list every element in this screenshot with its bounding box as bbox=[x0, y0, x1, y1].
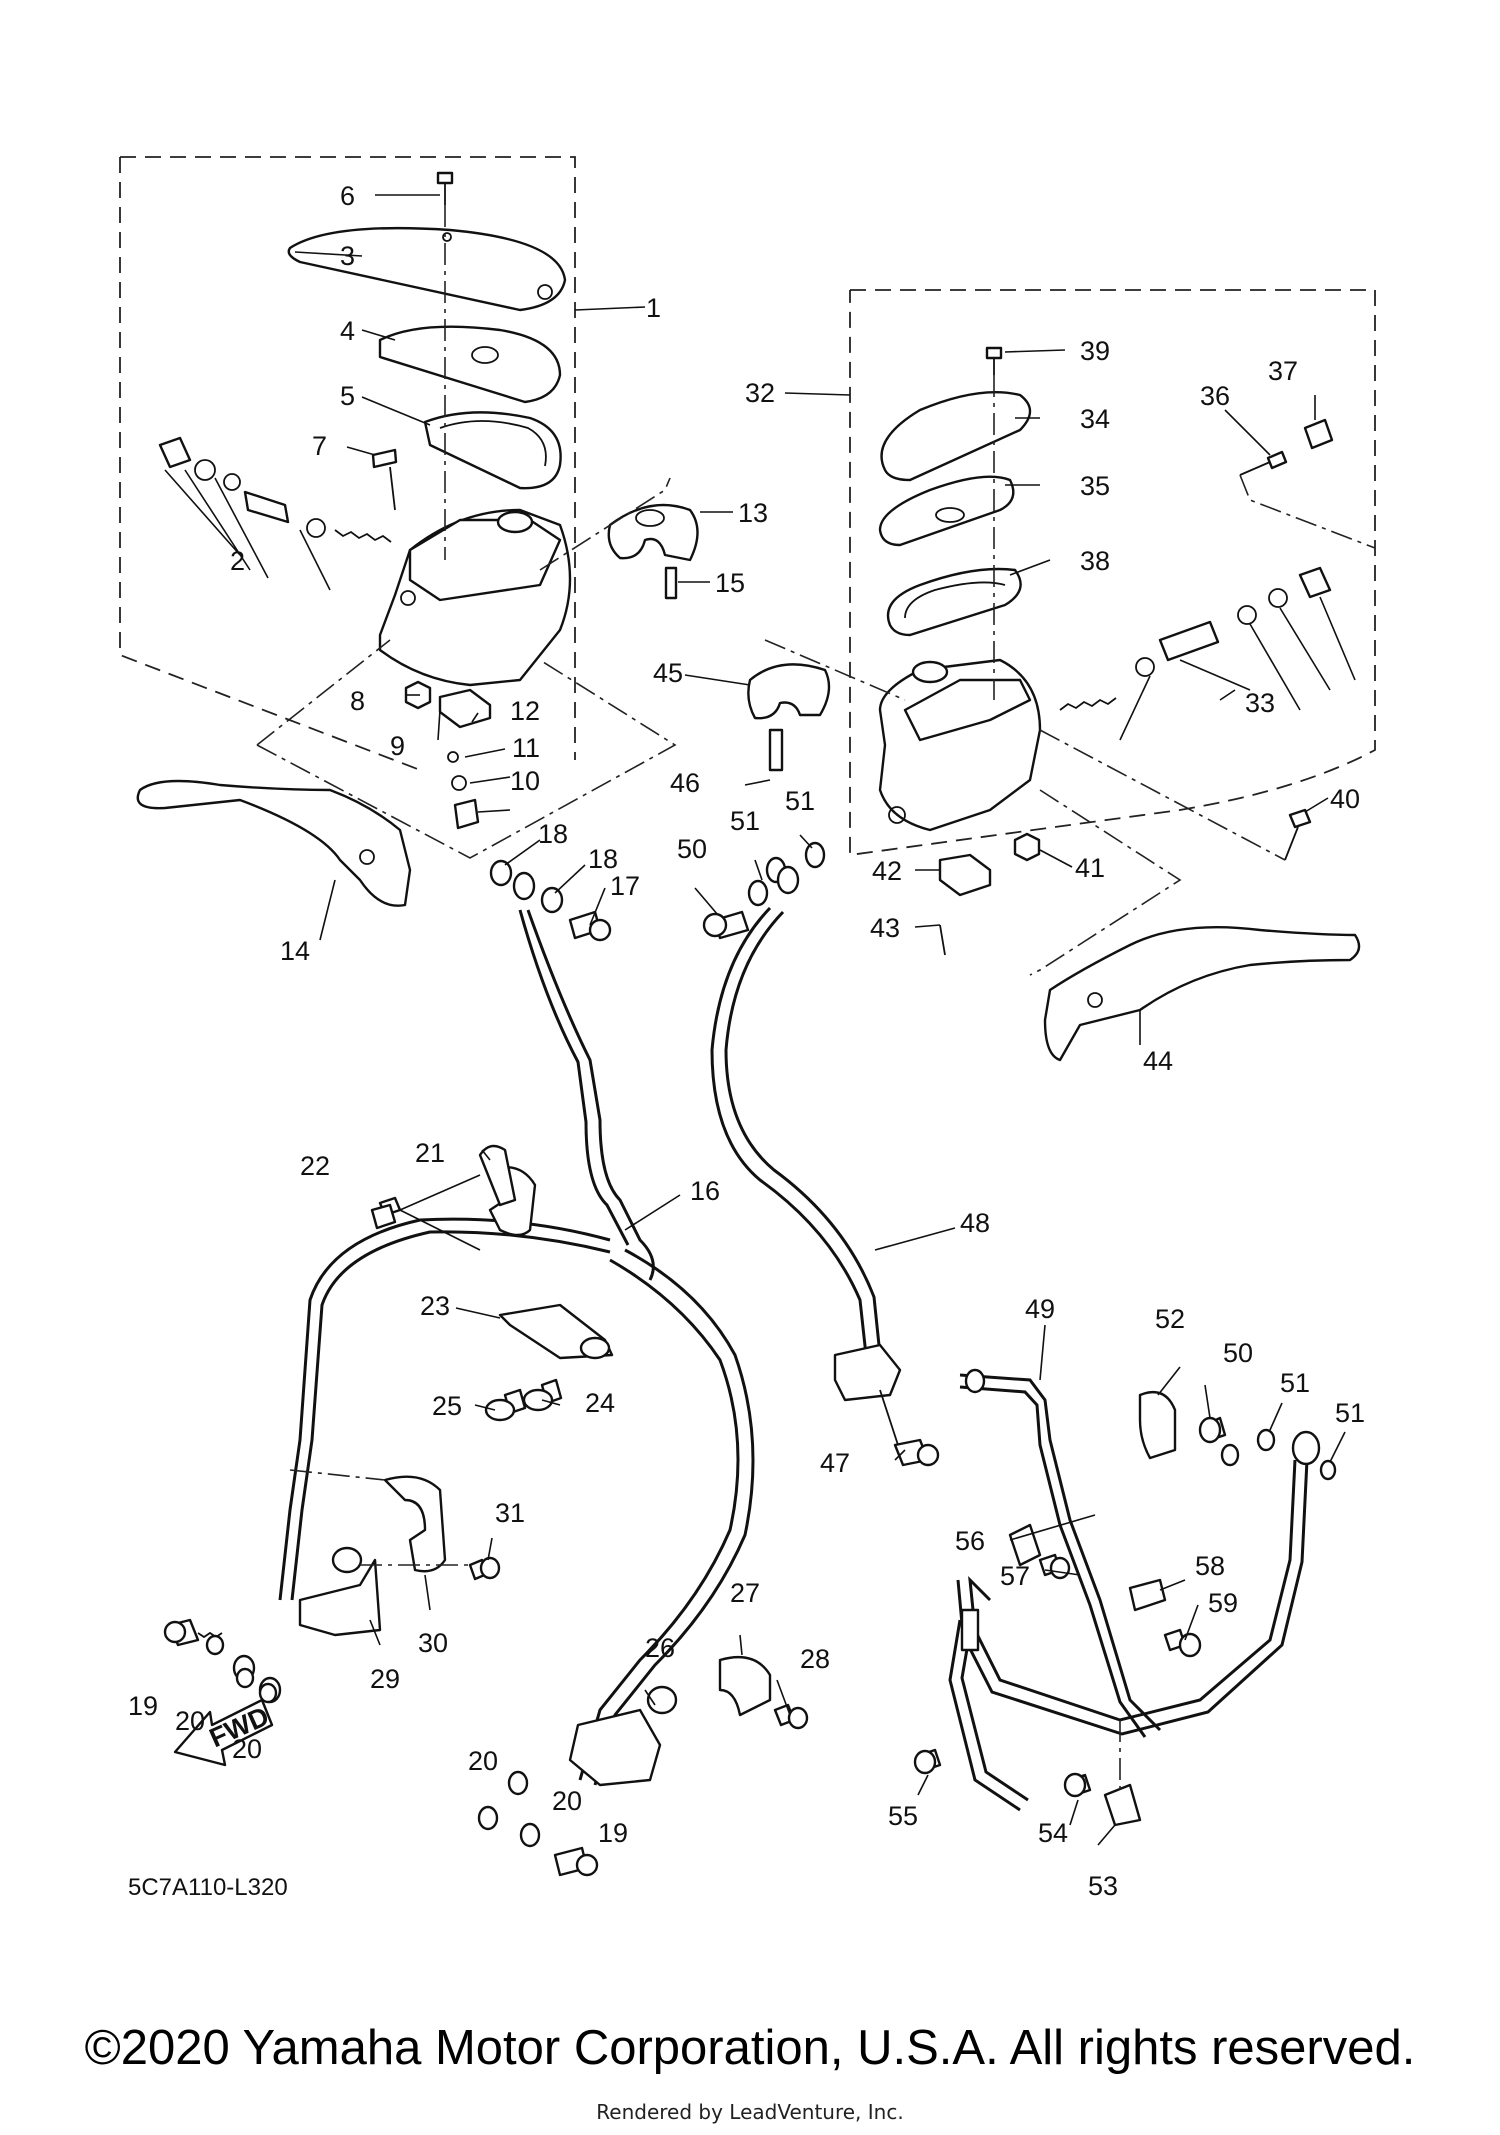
rendered-by-credit: Rendered by LeadVenture, Inc. bbox=[596, 2100, 904, 2124]
callout-38: 38 bbox=[1080, 546, 1110, 576]
callout-18a: 18 bbox=[538, 819, 568, 849]
callout-51d: 51 bbox=[1335, 1398, 1365, 1428]
callout-19b: 19 bbox=[598, 1818, 628, 1848]
callout-40: 40 bbox=[1330, 784, 1360, 814]
drawing-code: 5C7A110-L320 bbox=[128, 1874, 288, 1901]
callout-27: 27 bbox=[730, 1578, 760, 1608]
callout-50a: 50 bbox=[677, 834, 707, 864]
callout-39: 39 bbox=[1080, 336, 1110, 366]
callout-47: 47 bbox=[820, 1448, 850, 1478]
callout-28: 28 bbox=[800, 1644, 830, 1674]
callout-58: 58 bbox=[1195, 1551, 1225, 1581]
callout-51b: 51 bbox=[785, 786, 815, 816]
callout-25: 25 bbox=[432, 1391, 462, 1421]
callout-3: 3 bbox=[340, 241, 355, 271]
callout-31: 31 bbox=[495, 1498, 525, 1528]
left-brake-hose-system bbox=[163, 859, 809, 1877]
callout-34: 34 bbox=[1080, 404, 1110, 434]
callout-20c: 20 bbox=[468, 1746, 498, 1776]
callout-4: 4 bbox=[340, 316, 355, 346]
callout-labels: 1 2 3 4 5 6 7 8 9 10 11 12 13 14 15 16 1… bbox=[128, 181, 1365, 1901]
callout-2: 2 bbox=[230, 546, 245, 576]
callout-19a: 19 bbox=[128, 1691, 158, 1721]
callout-54: 54 bbox=[1038, 1818, 1068, 1848]
callout-16: 16 bbox=[690, 1176, 720, 1206]
left-master-cylinder-assembly bbox=[158, 171, 677, 859]
callout-37: 37 bbox=[1268, 356, 1298, 386]
callout-35: 35 bbox=[1080, 471, 1110, 501]
callout-18b: 18 bbox=[588, 844, 618, 874]
right-master-cylinder-assembly bbox=[878, 346, 1376, 976]
callout-13: 13 bbox=[738, 498, 768, 528]
callout-22: 22 bbox=[300, 1151, 330, 1181]
callout-11: 11 bbox=[512, 733, 540, 763]
right-handlebar-holder bbox=[747, 639, 906, 772]
callout-23: 23 bbox=[420, 1291, 450, 1321]
callout-44: 44 bbox=[1143, 1046, 1173, 1076]
callout-7: 7 bbox=[312, 431, 327, 461]
left-brake-lever bbox=[136, 779, 412, 907]
callout-10: 10 bbox=[510, 766, 540, 796]
callout-41: 41 bbox=[1075, 853, 1105, 883]
callout-33: 33 bbox=[1245, 688, 1275, 718]
callout-15: 15 bbox=[715, 568, 745, 598]
callout-46: 46 bbox=[670, 768, 700, 798]
callout-6: 6 bbox=[340, 181, 355, 211]
callout-12: 12 bbox=[510, 696, 540, 726]
callout-51a: 51 bbox=[730, 806, 760, 836]
callout-24: 24 bbox=[585, 1388, 615, 1418]
callout-14: 14 bbox=[280, 936, 310, 966]
callout-29: 29 bbox=[370, 1664, 400, 1694]
callout-21: 21 bbox=[415, 1138, 445, 1168]
callout-36: 36 bbox=[1200, 381, 1230, 411]
callout-57: 57 bbox=[1000, 1561, 1030, 1591]
left-handlebar-holder bbox=[539, 477, 699, 600]
callout-30: 30 bbox=[418, 1628, 448, 1658]
callout-20d: 20 bbox=[552, 1786, 582, 1816]
callout-48: 48 bbox=[960, 1208, 990, 1238]
callout-9: 9 bbox=[390, 731, 405, 761]
callout-20b: 20 bbox=[232, 1734, 262, 1764]
callout-56: 56 bbox=[955, 1526, 985, 1556]
copyright-notice: ©2020 Yamaha Motor Corporation, U.S.A. A… bbox=[84, 2021, 1416, 2075]
callout-20a: 20 bbox=[175, 1706, 205, 1736]
callout-1: 1 bbox=[646, 293, 661, 323]
callout-53: 53 bbox=[1088, 1871, 1118, 1901]
callout-45: 45 bbox=[653, 658, 683, 688]
callout-43: 43 bbox=[870, 913, 900, 943]
callout-leaders bbox=[294, 194, 1346, 1846]
callout-49: 49 bbox=[1025, 1294, 1055, 1324]
right-brake-hose-system bbox=[702, 841, 1337, 1827]
callout-26: 26 bbox=[645, 1633, 675, 1663]
callout-17: 17 bbox=[610, 871, 640, 901]
callout-5: 5 bbox=[340, 381, 355, 411]
callout-59: 59 bbox=[1208, 1588, 1238, 1618]
callout-51c: 51 bbox=[1280, 1368, 1310, 1398]
callout-55: 55 bbox=[888, 1801, 918, 1831]
callout-42: 42 bbox=[872, 856, 902, 886]
callout-32: 32 bbox=[745, 378, 775, 408]
left-master-cylinder-group-outline bbox=[119, 156, 576, 771]
callout-8: 8 bbox=[350, 686, 365, 716]
callout-52: 52 bbox=[1155, 1304, 1185, 1334]
callout-50b: 50 bbox=[1223, 1338, 1253, 1368]
right-brake-lever bbox=[1043, 925, 1361, 1062]
